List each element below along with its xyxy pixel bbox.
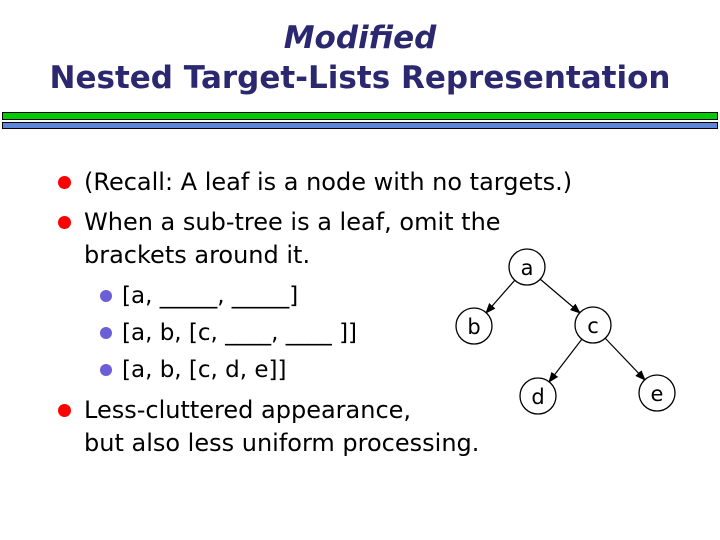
bullet-text-line: brackets around it. (84, 241, 311, 269)
bullet-icon (58, 216, 71, 229)
sub-bullet-text-line: [a, b, [c, ____, ____ ]] (122, 320, 358, 346)
title-line-2: Nested Target-Lists Representation (49, 60, 671, 96)
tree-node-d (519, 377, 557, 415)
sub-bullet-icon (100, 364, 112, 376)
tree-edge-c-e (604, 337, 646, 381)
sub-bullet-icon (100, 290, 112, 302)
tree-node-b (455, 307, 493, 345)
sub-bullet-text: [a, b, [c, ____, ____ ]] (122, 318, 357, 348)
sub-bullet-text-line: [a, b, [c, d, e]] (122, 357, 287, 383)
tree-edge-a-c (539, 278, 581, 314)
sub-bullet-list-blanks: [a, _____, _____] (100, 281, 298, 311)
bullet-text-line: When a sub-tree is a leaf, omit the (84, 208, 501, 236)
sub-bullet-list-complete: [a, b, [c, d, e]] (100, 355, 286, 385)
tree-node-d-label: d (531, 385, 544, 409)
bullet-text-line: (Recall: A leaf is a node with no target… (84, 168, 573, 196)
tree-node-c-label: c (587, 314, 599, 338)
tree-node-e-label: e (651, 382, 664, 406)
sub-bullet-list-nested-blanks: [a, b, [c, ____, ____ ]] (100, 318, 357, 348)
divider-bar-blue (2, 122, 718, 129)
tree-node-e (638, 374, 676, 412)
title-line-1: Modified (283, 20, 437, 56)
tree-node-c (574, 306, 612, 344)
sub-bullet-icon (100, 327, 112, 339)
bullet-text: Less-cluttered appearance, but also less… (84, 394, 479, 460)
tree-edge-c-d (548, 338, 583, 383)
bullet-icon (58, 404, 71, 417)
bullet-item-less-cluttered: Less-cluttered appearance, but also less… (58, 394, 479, 460)
sub-bullet-text-line: [a, _____, _____] (122, 283, 299, 309)
tree-node-a-label: a (521, 256, 534, 280)
sub-bullet-text: [a, _____, _____] (122, 281, 298, 311)
bullet-item-subtree-leaf: When a sub-tree is a leaf, omit the brac… (58, 206, 501, 272)
tree-diagram: a b c d e (455, 248, 676, 415)
bullet-text: When a sub-tree is a leaf, omit the brac… (84, 206, 501, 272)
bullet-text-line: Less-cluttered appearance, (84, 396, 412, 424)
slide-title: Modified Nested Target-Lists Representat… (0, 18, 720, 98)
sub-bullet-text: [a, b, [c, d, e]] (122, 355, 286, 385)
bullet-text-line: but also less uniform processing. (84, 429, 480, 457)
tree-node-a (508, 248, 546, 286)
divider-bar-green (2, 112, 718, 120)
bullet-item-recall: (Recall: A leaf is a node with no target… (58, 166, 572, 199)
tree-edge-a-b (485, 279, 516, 314)
bullet-icon (58, 176, 71, 189)
bullet-text: (Recall: A leaf is a node with no target… (84, 166, 572, 199)
tree-node-b-label: b (467, 315, 480, 339)
